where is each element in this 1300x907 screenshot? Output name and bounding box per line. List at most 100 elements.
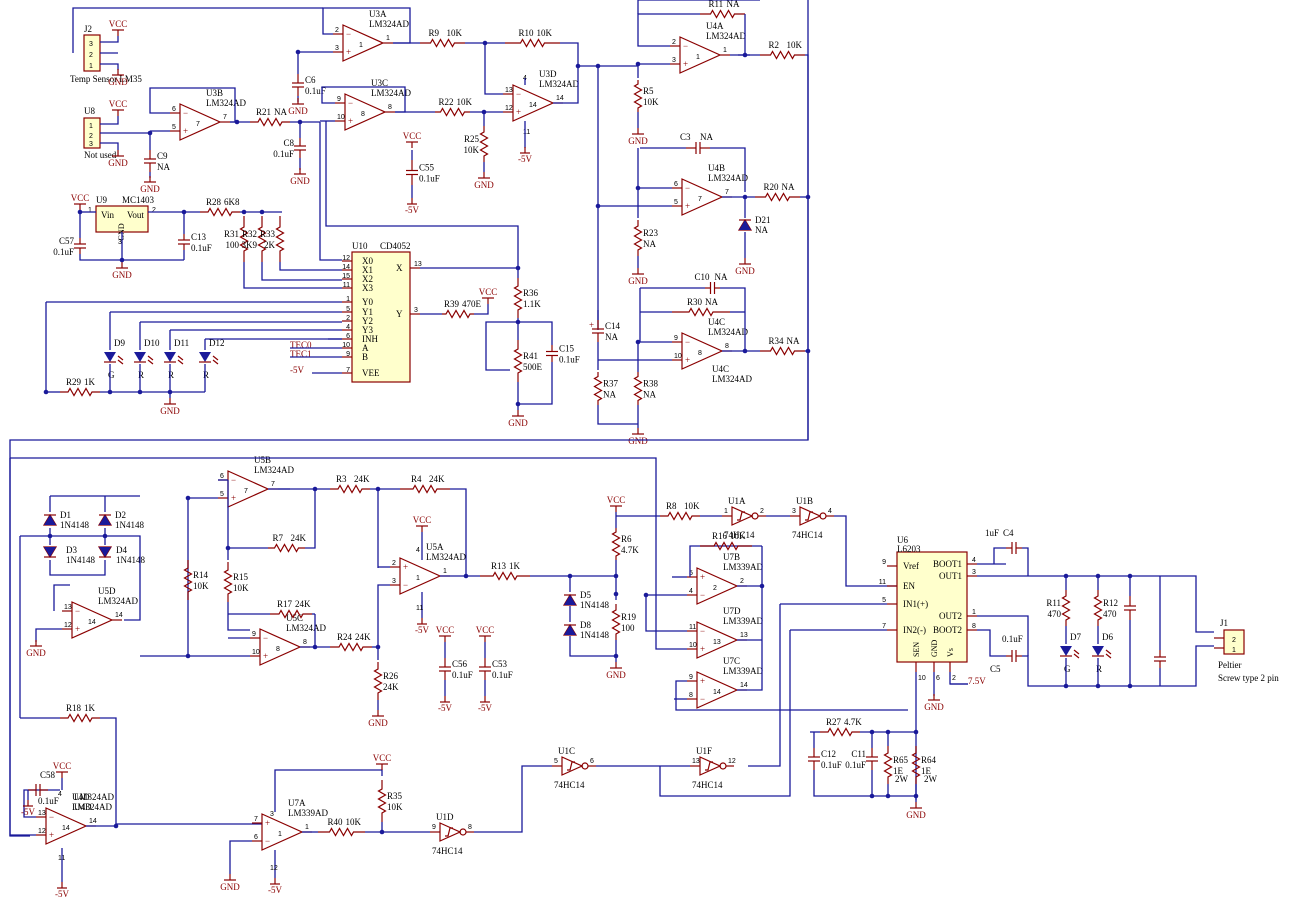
label: D2 bbox=[115, 510, 126, 520]
label: 1E bbox=[921, 766, 932, 776]
junction bbox=[113, 823, 119, 829]
label: 14 bbox=[115, 612, 123, 619]
label: 13 bbox=[692, 758, 700, 765]
label: BOOT2 bbox=[933, 625, 962, 635]
sign: − bbox=[700, 694, 705, 704]
label: 7 bbox=[725, 189, 729, 196]
label: 1N4148 bbox=[60, 520, 89, 530]
neg5v-symbol: -5V bbox=[405, 198, 419, 215]
diode-label: D3 bbox=[66, 545, 77, 555]
label: 24K bbox=[354, 474, 370, 484]
resistor-body bbox=[700, 9, 745, 19]
diode-label: 1N4148 bbox=[116, 555, 145, 565]
label: VCC bbox=[109, 99, 128, 109]
label: MC1403 bbox=[122, 195, 155, 205]
label: R16 bbox=[712, 531, 728, 541]
label: 4 bbox=[689, 588, 693, 595]
vcc-symbol: VCC bbox=[476, 625, 494, 642]
resistor-body bbox=[660, 511, 700, 521]
label: NA bbox=[274, 107, 287, 117]
label: Peltier bbox=[1218, 660, 1242, 670]
junction bbox=[869, 729, 875, 735]
label: U1A bbox=[728, 496, 746, 506]
label: 13 bbox=[713, 639, 721, 646]
label: 1K bbox=[84, 377, 96, 387]
vcc-symbol: VCC bbox=[53, 761, 71, 778]
label: 3 bbox=[972, 569, 976, 576]
wire bbox=[229, 840, 252, 874]
sign: − bbox=[685, 183, 690, 193]
cap-label: 1uF bbox=[985, 528, 999, 538]
label: G bbox=[108, 370, 115, 380]
label: 4 bbox=[346, 324, 350, 331]
led-arrows bbox=[117, 355, 124, 365]
resistor-body bbox=[400, 484, 450, 494]
capacitor bbox=[28, 784, 48, 796]
led: D6R bbox=[1092, 632, 1113, 674]
label: 10K bbox=[447, 28, 463, 38]
label: GND bbox=[112, 270, 132, 280]
label: U7A bbox=[288, 798, 306, 808]
junction bbox=[643, 592, 649, 598]
label: R25 bbox=[464, 134, 480, 144]
label: U8 bbox=[84, 106, 95, 116]
polarity: + bbox=[589, 320, 594, 330]
label: U1B bbox=[796, 496, 813, 506]
label: 1 bbox=[723, 47, 727, 54]
label: 0.1uF bbox=[845, 760, 866, 770]
label: GND bbox=[160, 406, 180, 416]
label: D12 bbox=[209, 338, 225, 348]
label: 9 bbox=[689, 674, 693, 681]
label: U4D bbox=[72, 792, 90, 802]
label: 6 bbox=[346, 333, 350, 340]
label: 10K bbox=[233, 583, 249, 593]
label: 6K8 bbox=[224, 197, 240, 207]
label: 10 bbox=[918, 675, 926, 682]
wire bbox=[227, 602, 250, 631]
resistor-body bbox=[479, 126, 489, 162]
junction bbox=[297, 119, 303, 125]
cap-label: 0.1uF bbox=[38, 796, 59, 806]
label: C56 bbox=[452, 659, 468, 669]
led-arrows bbox=[147, 355, 154, 365]
label: GND bbox=[606, 670, 626, 680]
sign: − bbox=[403, 580, 408, 590]
label: U3B bbox=[206, 88, 223, 98]
label: U4A bbox=[706, 21, 724, 31]
vcc-symbol: VCC bbox=[403, 131, 421, 148]
label: D10 bbox=[144, 338, 160, 348]
sign: − bbox=[263, 633, 268, 643]
label: Y2 bbox=[362, 316, 373, 326]
label: 9 bbox=[252, 631, 256, 638]
resistor-body bbox=[633, 220, 643, 256]
label: 3 bbox=[672, 57, 676, 64]
wire bbox=[274, 769, 383, 812]
label: 10K bbox=[457, 97, 473, 107]
label: C53 bbox=[492, 659, 508, 669]
resistor-body bbox=[183, 560, 193, 600]
diode-label: D4 bbox=[116, 545, 127, 555]
label: LM324AD bbox=[254, 465, 294, 475]
label: 1N4148 bbox=[580, 630, 609, 640]
label: 100 bbox=[621, 623, 635, 633]
connector-body bbox=[1223, 629, 1245, 655]
label: LM324AD bbox=[708, 327, 748, 337]
label: 0.1uF bbox=[53, 247, 74, 257]
vcc-symbol: VCC bbox=[413, 515, 431, 532]
resistor-body bbox=[700, 541, 752, 551]
label: NA bbox=[715, 272, 728, 282]
